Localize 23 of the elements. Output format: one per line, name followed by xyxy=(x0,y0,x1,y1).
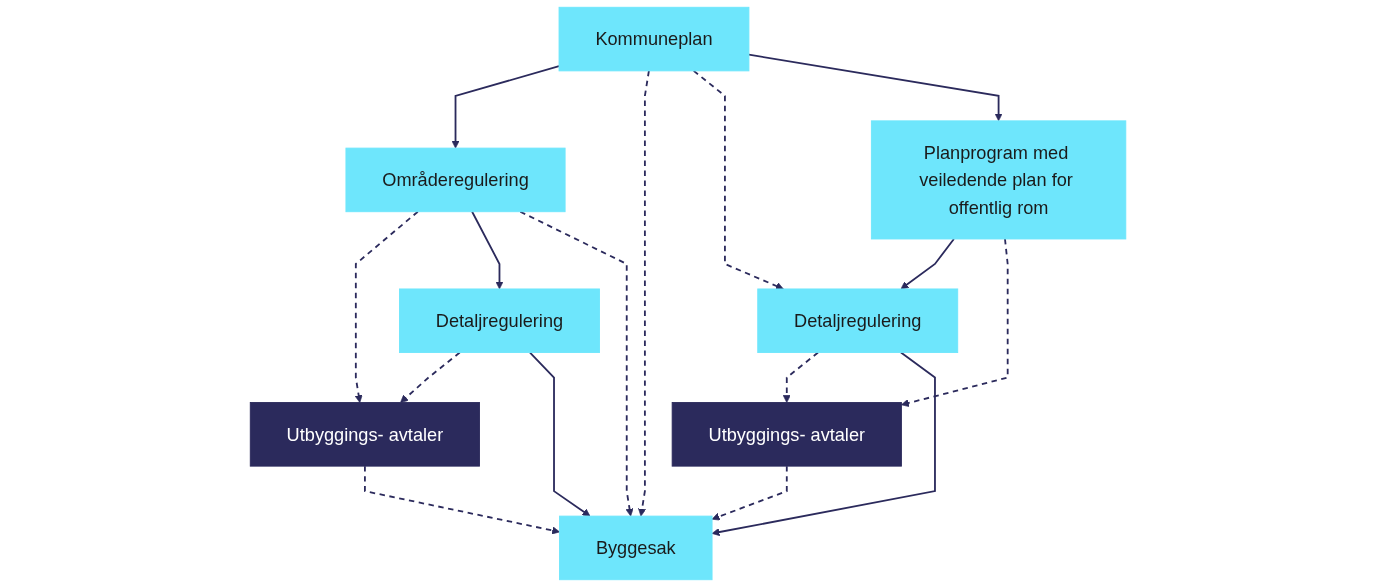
node-box: Detaljregulering xyxy=(399,288,600,353)
node-box: Byggesak xyxy=(559,515,713,581)
arrow xyxy=(363,465,560,535)
node-box: Kommuneplan xyxy=(558,6,750,72)
arrow xyxy=(400,351,461,403)
node-box: Planprogram med veiledende plan for offentlig rom xyxy=(870,120,1127,240)
arrow xyxy=(471,210,504,290)
arrow xyxy=(638,69,650,517)
arrow xyxy=(451,65,560,149)
node-box: Detaljregulering xyxy=(757,288,959,353)
arrow xyxy=(782,351,819,403)
arrow xyxy=(901,238,1009,407)
arrow xyxy=(692,69,784,290)
arrow xyxy=(529,351,591,517)
arrow xyxy=(747,53,1003,122)
arrow xyxy=(354,210,419,403)
node-box: Utbyggings- avtaler xyxy=(671,402,902,467)
node-box: Områderegulering xyxy=(345,147,566,213)
arrow xyxy=(900,238,955,290)
arrow xyxy=(711,465,788,521)
arrow xyxy=(711,351,936,536)
arrow xyxy=(519,210,634,517)
node-box: Utbyggings- avtaler xyxy=(249,402,480,467)
